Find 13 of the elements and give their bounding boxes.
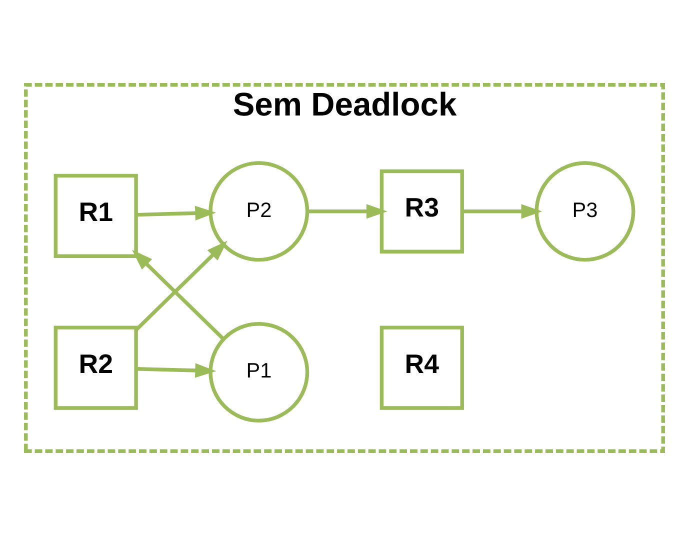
node-box: R2 <box>54 326 138 410</box>
node-circle: P1 <box>208 322 310 422</box>
arrow <box>136 206 216 220</box>
arrow <box>462 204 542 219</box>
arrow <box>132 250 225 340</box>
arrow <box>308 204 388 219</box>
node-box: R1 <box>54 174 138 258</box>
node-box: R4 <box>380 326 464 410</box>
arrow <box>134 240 228 332</box>
arrow <box>136 363 216 378</box>
node-box: R3 <box>380 169 464 254</box>
node-circle: P2 <box>208 161 310 262</box>
node-circle: P3 <box>534 161 636 262</box>
